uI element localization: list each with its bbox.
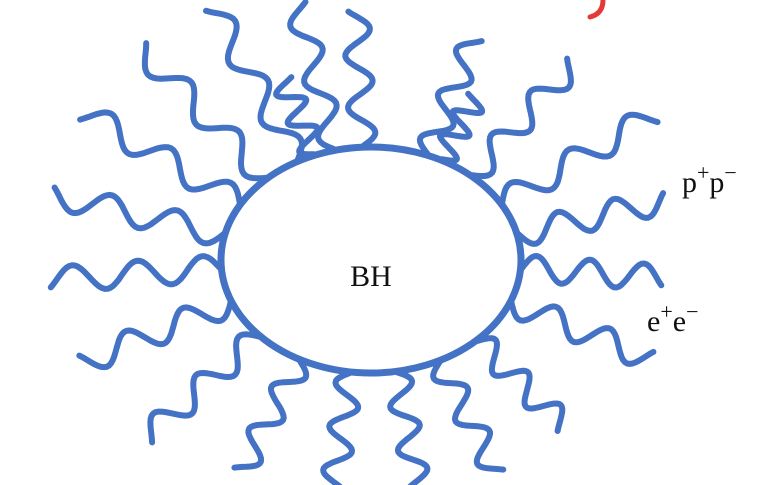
radiation-wave bbox=[433, 362, 503, 470]
radiation-wave bbox=[206, 11, 302, 160]
radiation-wave bbox=[150, 334, 258, 442]
radiation-wave bbox=[55, 188, 224, 244]
radiation-wave bbox=[234, 361, 306, 468]
radiation-wave bbox=[519, 193, 664, 244]
radiation-wave bbox=[502, 115, 657, 203]
radiation-wave bbox=[323, 373, 358, 485]
radiation-wave bbox=[478, 338, 562, 431]
radiation-wave bbox=[390, 372, 427, 485]
radiation-wave bbox=[512, 303, 654, 364]
radiation-wave bbox=[522, 256, 661, 287]
electron-pair-label: e+e− bbox=[647, 299, 699, 338]
radiation-wave bbox=[79, 303, 230, 367]
red-fragment-mark bbox=[590, 0, 603, 17]
radiation-wave bbox=[472, 59, 571, 176]
radiation-wave bbox=[145, 43, 266, 178]
black-hole-label: BH bbox=[350, 260, 392, 293]
proton-pair-label: p+p− bbox=[682, 160, 737, 199]
radiation-wave bbox=[345, 12, 375, 146]
radiation-wave bbox=[51, 256, 220, 289]
